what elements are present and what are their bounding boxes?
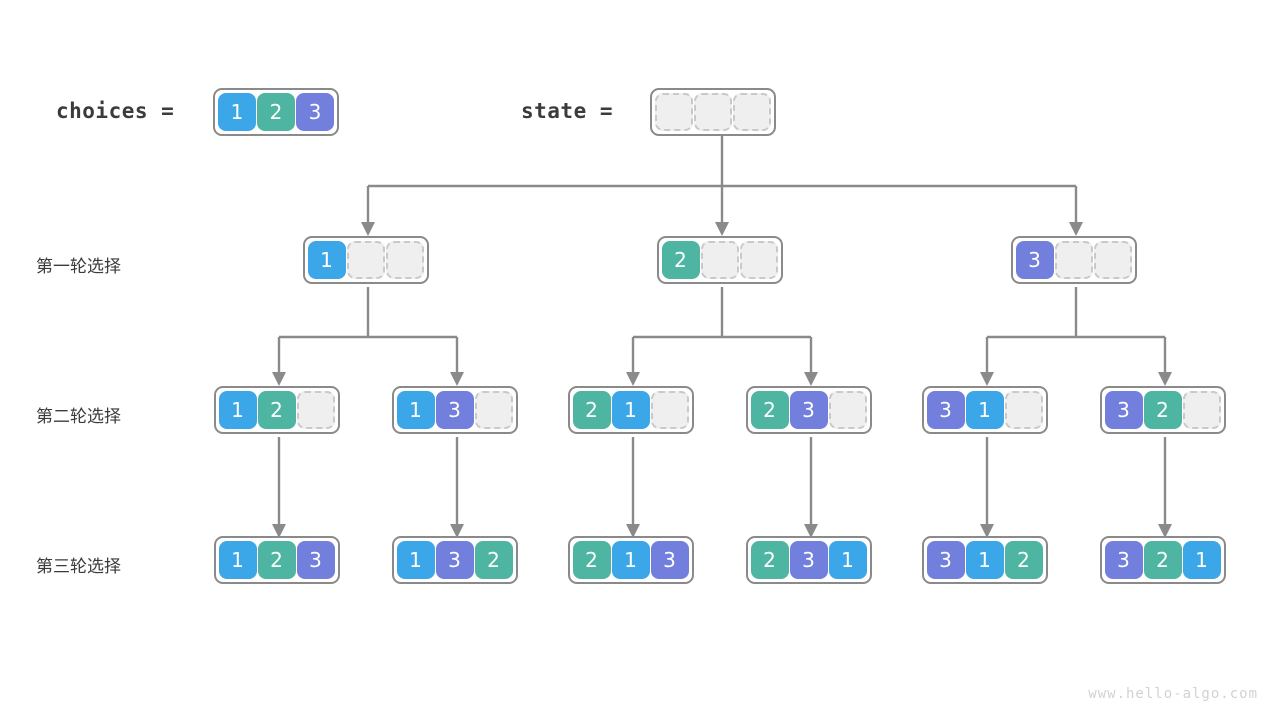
n12-cell-0: 1 [218,391,257,429]
row-label-level-3: 第三轮选择 [36,557,121,577]
n32-cell-1: 2 [1143,391,1182,429]
choices-cell-2: 3 [296,93,334,131]
choices-cell-1: 2 [257,93,295,131]
state-cell-2 [733,93,771,131]
n321-cell-0: 3 [1104,541,1143,579]
n1-cell-2 [385,241,424,279]
n1-cell-1 [346,241,385,279]
n23-cell-1: 3 [789,391,828,429]
n312-cell-1: 1 [965,541,1004,579]
watermark: www.hello-algo.com [1088,686,1258,702]
state-array-n1: 1 [302,236,429,284]
n231-cell-1: 3 [789,541,828,579]
n312-cell-0: 3 [926,541,965,579]
n3-cell-2 [1093,241,1132,279]
n31-cell-1: 1 [965,391,1004,429]
n13-cell-2 [474,391,513,429]
n1-cell-0: 1 [307,241,346,279]
row-label-level-1: 第一轮选择 [36,257,121,277]
n132-cell-0: 1 [396,541,435,579]
n213-cell-2: 3 [650,541,689,579]
n123-cell-0: 1 [218,541,257,579]
edge-l2-to-l3 [272,437,1172,538]
n231-cell-0: 2 [750,541,789,579]
n231-cell-2: 1 [828,541,867,579]
edge-l1n2 [626,287,818,386]
n23-cell-0: 2 [750,391,789,429]
choices-label: choices = [56,99,175,123]
n321-cell-2: 1 [1182,541,1221,579]
state-array [650,88,776,136]
n21-cell-1: 1 [611,391,650,429]
n213-cell-1: 1 [611,541,650,579]
n123-cell-2: 3 [296,541,335,579]
state-array-n2: 2 [656,236,783,284]
edge-l1n1 [272,287,464,386]
n3-cell-0: 3 [1015,241,1054,279]
n32-cell-2 [1182,391,1221,429]
n32-cell-0: 3 [1104,391,1143,429]
n2-cell-2 [739,241,778,279]
edge-root-bar [361,184,1083,236]
n213-cell-0: 2 [572,541,611,579]
n132-cell-2: 2 [474,541,513,579]
n31-cell-0: 3 [926,391,965,429]
n132-cell-1: 3 [435,541,474,579]
n321-cell-1: 2 [1143,541,1182,579]
n21-cell-0: 2 [572,391,611,429]
n312-cell-2: 2 [1004,541,1043,579]
state-label: state = [521,99,614,123]
row-label-level-2: 第二轮选择 [36,407,121,427]
n21-cell-2 [650,391,689,429]
state-array-n3: 3 [1010,236,1137,284]
n31-cell-2 [1004,391,1043,429]
n3-cell-1 [1054,241,1093,279]
edge-l1n3 [980,287,1172,386]
state-cell-1 [694,93,732,131]
choices-cell-0: 1 [218,93,256,131]
n2-cell-1 [700,241,739,279]
n13-cell-0: 1 [396,391,435,429]
n2-cell-0: 2 [661,241,700,279]
n12-cell-2 [296,391,335,429]
n13-cell-1: 3 [435,391,474,429]
n23-cell-2 [828,391,867,429]
n123-cell-1: 2 [257,541,296,579]
state-cell-0 [655,93,693,131]
n12-cell-1: 2 [257,391,296,429]
